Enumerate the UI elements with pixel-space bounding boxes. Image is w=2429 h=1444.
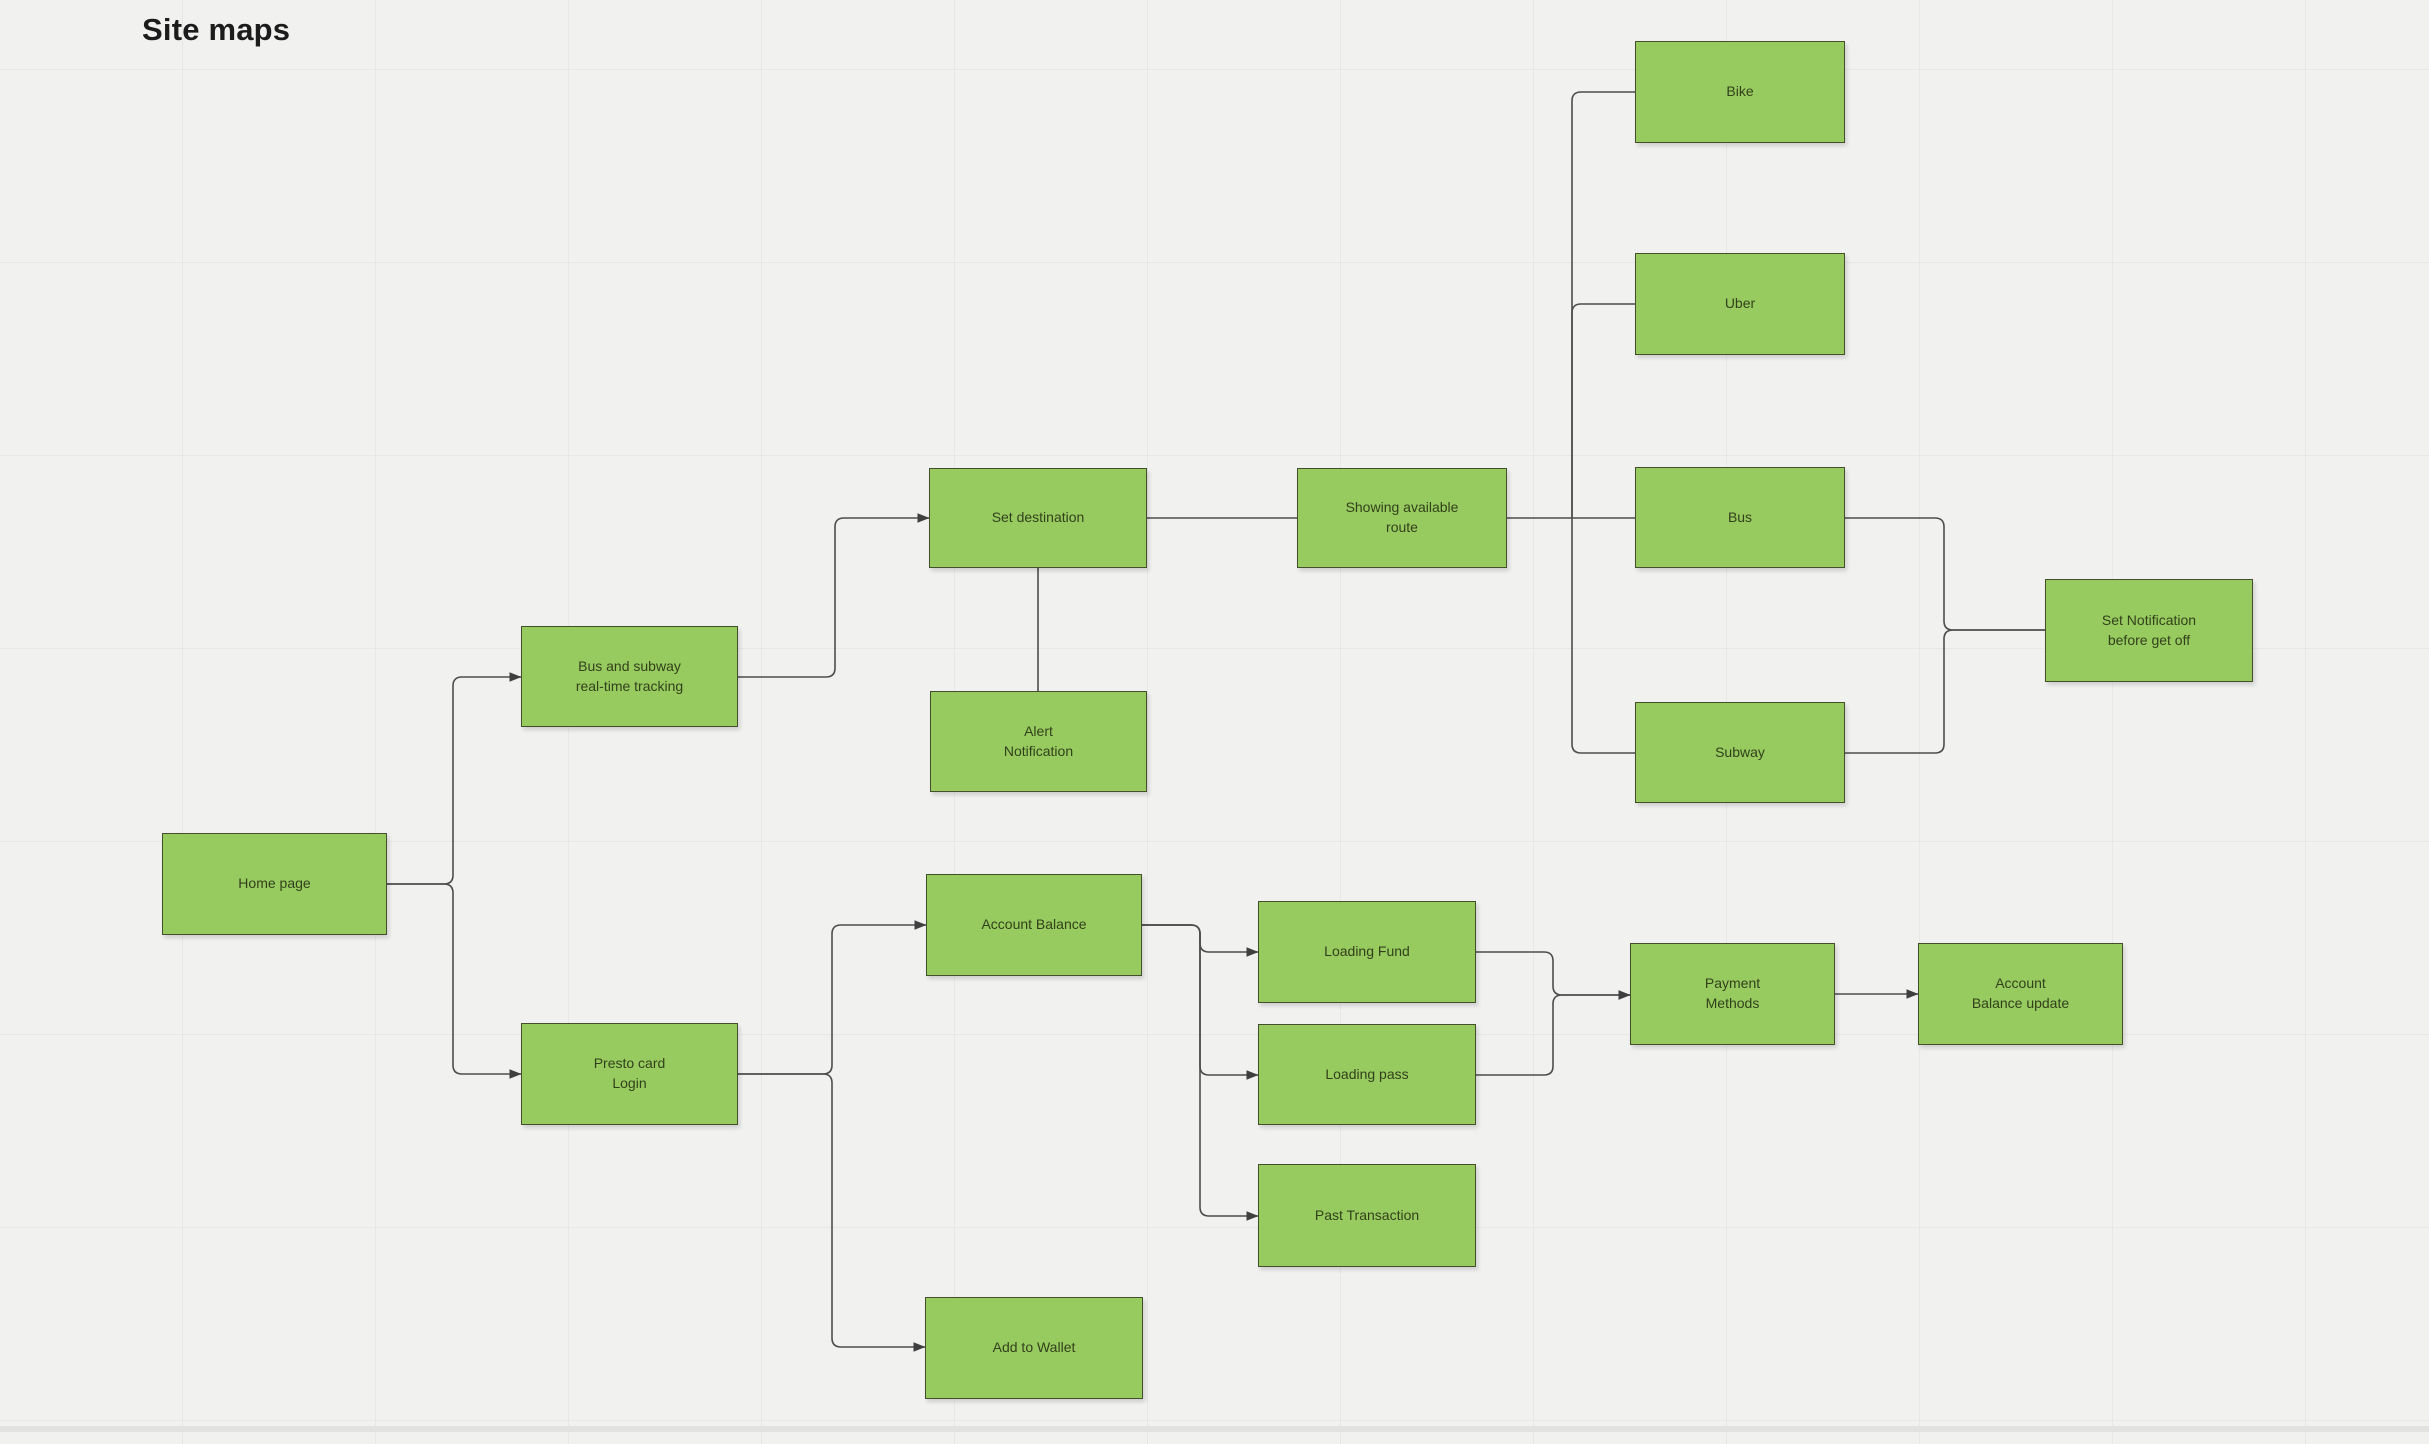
- edge-account-balance-past-transaction[interactable]: [1142, 924, 1259, 1221]
- node-presto-card-login[interactable]: Presto card Login: [521, 1023, 738, 1125]
- node-loading-fund[interactable]: Loading Fund: [1258, 901, 1476, 1003]
- node-payment-methods[interactable]: Payment Methods: [1630, 943, 1835, 1045]
- edge-loading-pass-payment-methods[interactable]: [1476, 990, 1631, 1076]
- node-showing-available-route[interactable]: Showing available route: [1297, 468, 1507, 568]
- node-past-transaction[interactable]: Past Transaction: [1258, 1164, 1476, 1267]
- node-home[interactable]: Home page: [162, 833, 387, 935]
- node-label: Bus and subway real-time tracking: [575, 657, 684, 694]
- node-label: Loading pass: [1325, 1065, 1409, 1082]
- node-label: Bike: [1726, 83, 1754, 100]
- edge-presto-card-login-add-to-wallet[interactable]: [738, 1073, 926, 1352]
- node-bus[interactable]: Bus: [1635, 467, 1845, 568]
- node-add-to-wallet[interactable]: Add to Wallet: [925, 1297, 1143, 1399]
- node-set-notification-before-get-off[interactable]: Set Notification before get off: [2045, 579, 2253, 682]
- edge-loading-fund-payment-methods[interactable]: [1476, 951, 1631, 1000]
- node-label: Payment Methods: [1704, 975, 1761, 1011]
- node-label: Add to Wallet: [992, 1339, 1076, 1356]
- edge-showing-available-route-subway[interactable]: [1571, 518, 1635, 754]
- edge-showing-available-route-bike[interactable]: [1571, 91, 1635, 518]
- node-label: Alert Notification: [1003, 722, 1074, 759]
- edge-subway-set-notification-before-get-off[interactable]: [1845, 629, 2045, 754]
- node-loading-pass[interactable]: Loading pass: [1258, 1024, 1476, 1125]
- node-label: Set destination: [991, 509, 1085, 526]
- edge-home-presto-card-login[interactable]: [387, 883, 522, 1079]
- edge-bus-set-notification-before-get-off[interactable]: [1845, 517, 2045, 631]
- node-uber[interactable]: Uber: [1635, 253, 1845, 355]
- node-bike[interactable]: Bike: [1635, 41, 1845, 143]
- node-alert-notification[interactable]: Alert Notification: [930, 691, 1147, 792]
- node-label: Account Balance: [981, 916, 1087, 933]
- node-label: Subway: [1715, 743, 1765, 760]
- node-label: Set Notification before get off: [2101, 611, 2197, 648]
- node-label: Past Transaction: [1314, 1206, 1420, 1223]
- page-edge-band: [0, 1426, 2429, 1432]
- node-label: Presto card Login: [593, 1055, 666, 1091]
- node-account-balance[interactable]: Account Balance: [926, 874, 1142, 976]
- node-label: Uber: [1724, 295, 1756, 312]
- page-title: Site maps: [142, 12, 291, 47]
- node-label: Loading Fund: [1324, 943, 1410, 960]
- node-label: Account Balance update: [1971, 975, 2070, 1011]
- edge-bus-subway-tracking-set-destination[interactable]: [738, 513, 930, 678]
- node-account-balance-update[interactable]: Account Balance update: [1918, 943, 2123, 1045]
- node-label: Showing available route: [1345, 499, 1459, 535]
- node-set-destination[interactable]: Set destination: [929, 468, 1147, 568]
- node-label: Bus: [1727, 508, 1753, 525]
- node-bus-subway-tracking[interactable]: Bus and subway real-time tracking: [521, 626, 738, 727]
- node-subway[interactable]: Subway: [1635, 702, 1845, 803]
- node-label: Home page: [238, 875, 311, 892]
- edge-home-bus-subway-tracking[interactable]: [387, 672, 522, 885]
- edge-presto-card-login-account-balance[interactable]: [738, 920, 927, 1075]
- edge-showing-available-route-uber[interactable]: [1571, 303, 1635, 518]
